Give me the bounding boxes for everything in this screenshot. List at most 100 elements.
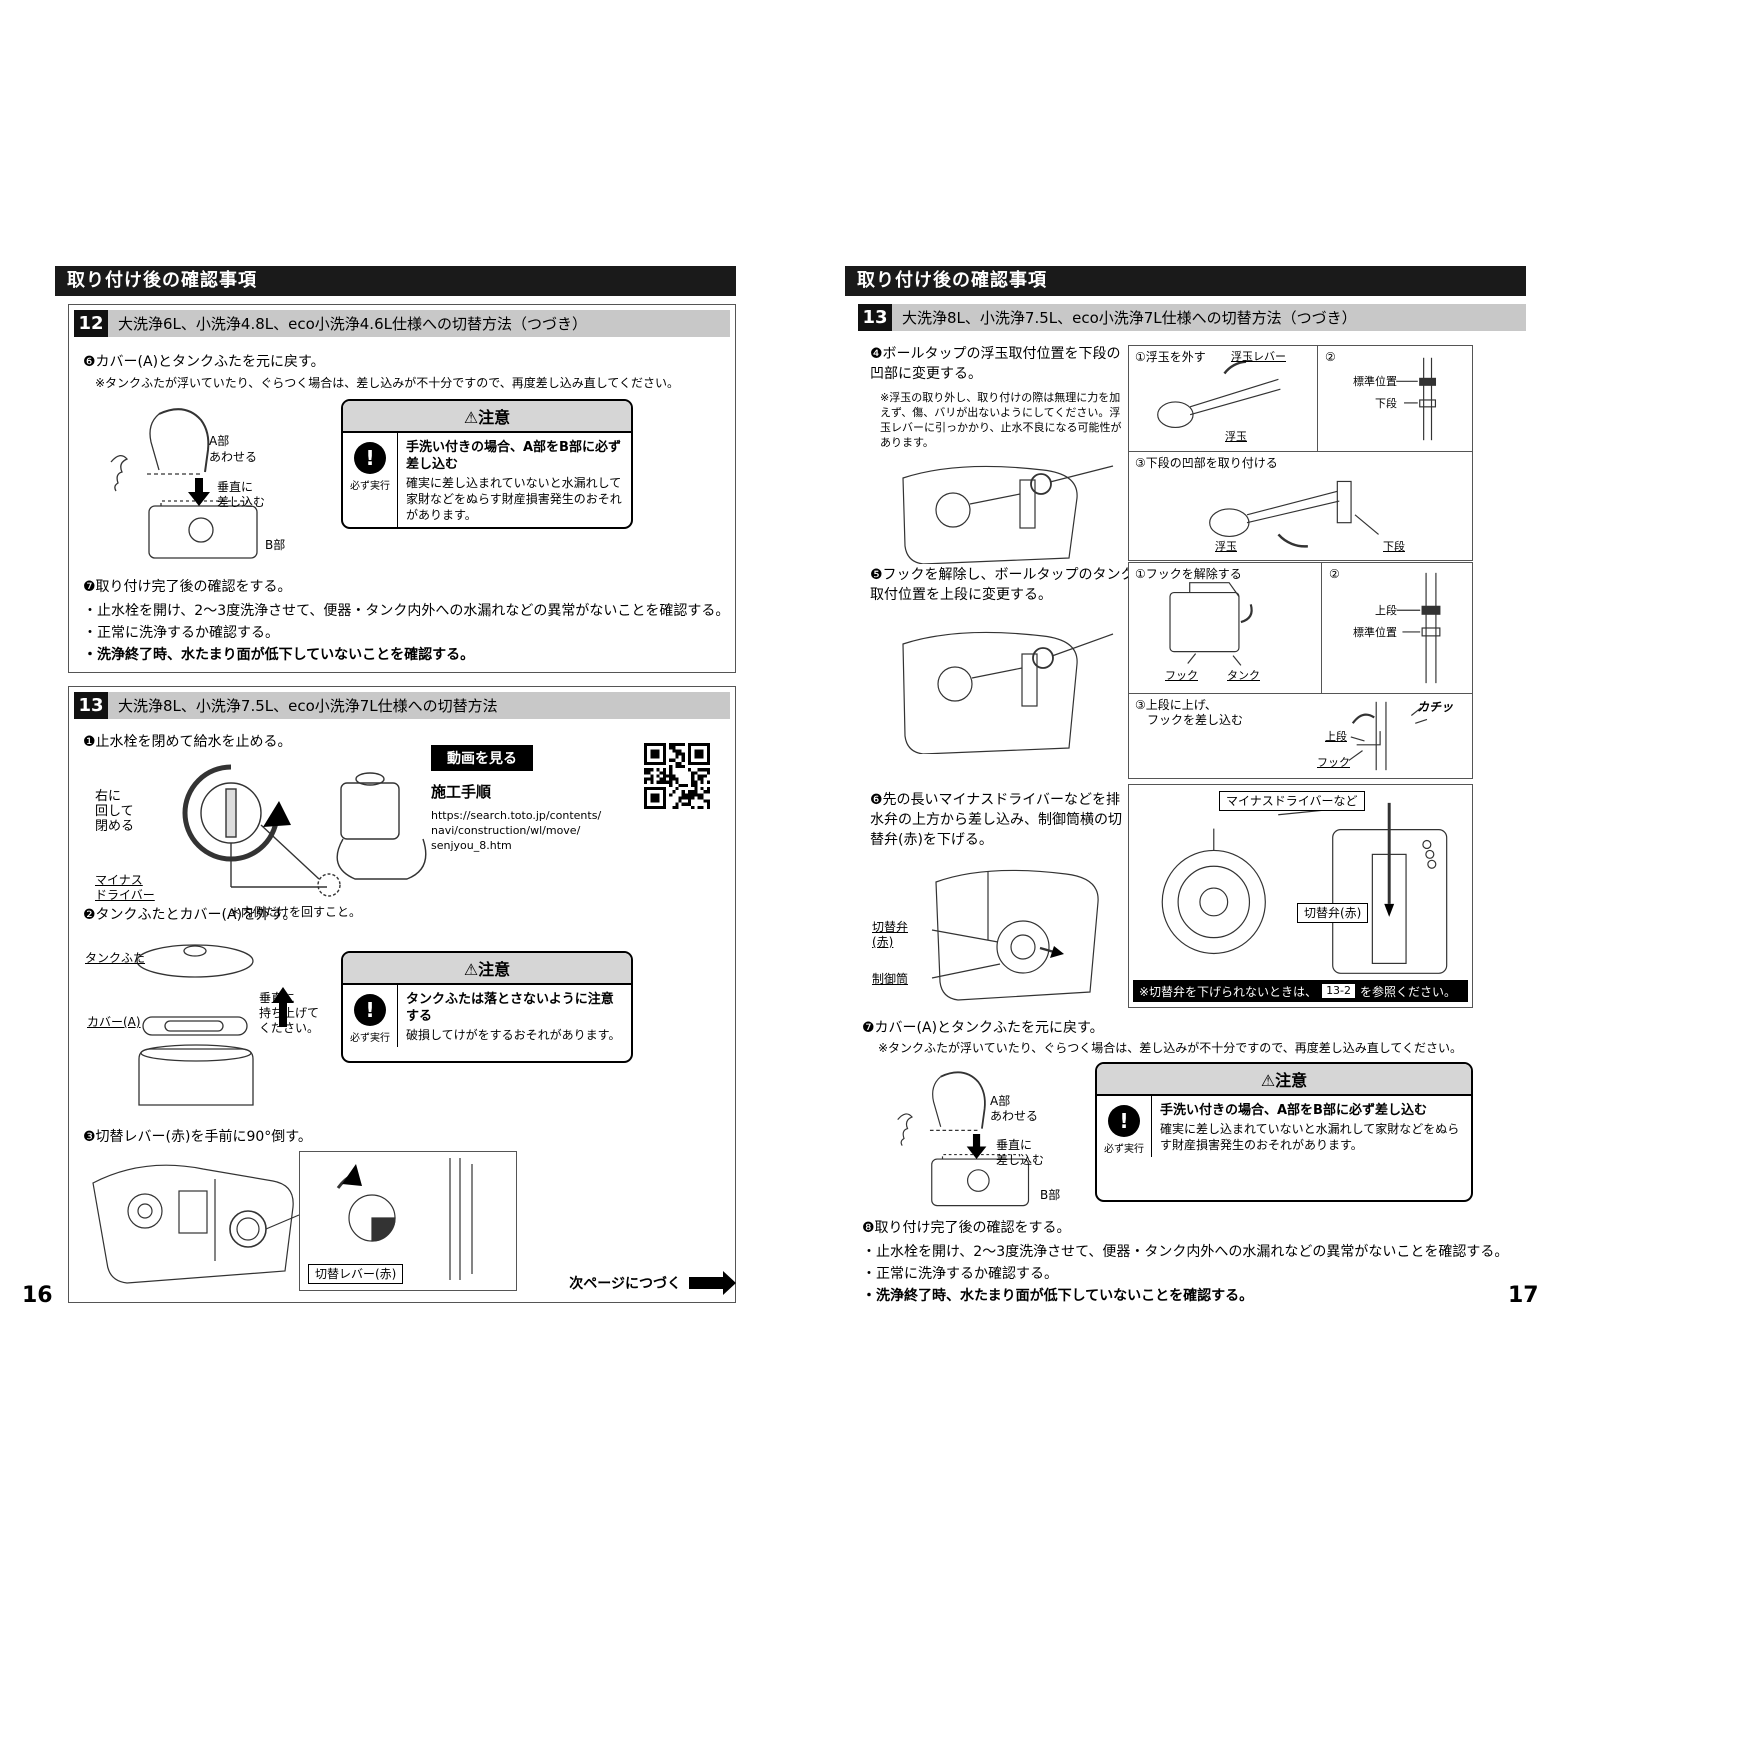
- must-do-column: ! 必ず実行: [1097, 1096, 1151, 1157]
- label-standard-position: 標準位置: [1353, 626, 1397, 639]
- caution-bold-text: 手洗い付きの場合、A部をB部に必ず差し込む: [406, 440, 621, 472]
- label-insert-vertically: 垂直に 差し込む: [996, 1138, 1045, 1167]
- substep-2: ②: [1329, 567, 1340, 581]
- balltap-tank-diagram-3: [928, 852, 1126, 1007]
- caution-title: 注意: [478, 408, 511, 427]
- label-flathead-driver: マイナス ドライバー: [95, 873, 155, 902]
- label-turn-right-close: 右に 回して 閉める: [95, 789, 135, 834]
- must-do-icon: !: [1108, 1105, 1140, 1137]
- label-part-a: A部: [209, 434, 230, 448]
- warning-icon: ⚠: [463, 408, 479, 427]
- lever-diagram: 切替レバー(赤): [83, 1149, 533, 1295]
- right-arrow-icon: [689, 1271, 736, 1295]
- label-control-tube: 制御筒: [872, 972, 909, 986]
- video-banner: 動画を見る: [431, 745, 533, 771]
- label-upper-position: 上段: [1375, 604, 1397, 617]
- section-12-number: 12: [74, 310, 108, 337]
- panel-divider: [1321, 563, 1322, 693]
- section-12-header: 12 大洗浄6L、小洗浄4.8L、eco小洗浄4.6L仕様への切替方法（つづき）: [74, 310, 730, 337]
- balltap-tank-diagram-2: [895, 614, 1115, 754]
- must-do-column: ! 必ず実行: [343, 433, 397, 527]
- section-13-number: 13: [74, 692, 108, 719]
- check-bullet: ・洗浄終了時、水たまり面が低下していないことを確認する。: [83, 647, 475, 663]
- label-align: あわせる: [990, 1109, 1039, 1123]
- must-do-icon: !: [354, 442, 386, 474]
- section-ref-13-2: 13-2: [1321, 983, 1357, 999]
- substep-1-release-hook: ①フックを解除する: [1135, 567, 1242, 581]
- check-bullet: ・止水栓を開け、2〜3度洗浄させて、便器・タンク内外への水漏れなどの異常がないこ…: [862, 1244, 1509, 1260]
- page-number-right: 17: [1508, 1283, 1539, 1308]
- section-13-title: 大洗浄8L、小洗浄7.5L、eco小洗浄7L仕様への切替方法: [108, 692, 730, 719]
- hook-release-box: ①フックを解除する ② 上段 標準位置 フック タンク: [1128, 562, 1473, 694]
- label-lower-position: 下段: [1375, 397, 1397, 410]
- label-switch-valve-red: 切替弁(赤): [1297, 903, 1369, 923]
- step-2-text: ❷タンクふたとカバー(A)を外す。: [83, 907, 297, 923]
- caution-header: ⚠注意: [1097, 1064, 1471, 1096]
- warning-icon: ⚠: [463, 960, 479, 979]
- check-bullet: ・止水栓を開け、2〜3度洗浄させて、便器・タンク内外への水漏れなどの異常がないこ…: [83, 603, 730, 619]
- label-click-sound: カチッ: [1417, 700, 1454, 714]
- label-switch-lever-red: 切替レバー(赤): [308, 1264, 404, 1284]
- section-12-box: 12 大洗浄6L、小洗浄4.8L、eco小洗浄4.6L仕様への切替方法（つづき）…: [68, 304, 736, 673]
- caution-body-text: 確実に差し込まれていないと水漏れして家財などをぬらす財産損害発生のおそれがありま…: [406, 476, 622, 522]
- lever-closeup-illustration: [336, 1158, 473, 1280]
- video-title: 施工手順: [431, 783, 492, 801]
- switch-valve-illustration: [1161, 802, 1448, 974]
- label-lower-position: 下段: [1383, 540, 1405, 553]
- insert-diagram: A部 あわせる 垂直に 差し込む B部: [89, 400, 329, 565]
- caution-box-insert-right: ⚠注意 ! 必ず実行 手洗い付きの場合、A部をB部に必ず差し込む 確実に差し込ま…: [1095, 1062, 1473, 1202]
- step-4-text: ❹ボールタップの浮玉取付位置を下段の凹部に変更する。: [870, 346, 1121, 382]
- caution-box-lid: ⚠注意 ! 必ず実行 タンクふたは落とさないように注意する 破損してけがをするお…: [341, 951, 633, 1063]
- note-post-text: を参照ください。: [1360, 984, 1457, 999]
- caution-box-insert: ⚠注意 ! 必ず実行 手洗い付きの場合、A部をB部に必ず差し込む 確実に差し込ま…: [341, 399, 633, 529]
- section-13c-number: 13: [858, 304, 892, 331]
- step-6-text: ❻カバー(A)とタンクふたを元に戻す。: [83, 354, 325, 370]
- tank-insert-illustration: [110, 408, 258, 559]
- caution-bold-text: 手洗い付きの場合、A部をB部に必ず差し込む: [1160, 1103, 1427, 1118]
- substep-2: ②: [1325, 350, 1336, 364]
- step-5-text: ❺フックを解除し、ボールタップのタンク取付位置を上段に変更する。: [870, 567, 1135, 603]
- label-upper-position: 上段: [1325, 730, 1347, 743]
- balltap-tank-illustration-2: [902, 631, 1114, 754]
- step-6r-text: ❻先の長いマイナスドライバーなどを排水弁の上方から差し込み、制御筒横の切替弁(赤…: [870, 792, 1122, 848]
- caution-header: ⚠注意: [343, 401, 631, 433]
- substep-1-remove-float: ①浮玉を外す: [1135, 350, 1206, 364]
- qr-code: [644, 743, 710, 809]
- float-attach-illustration: [1209, 480, 1379, 548]
- note-pre-text: ※切替弁を下げられないときは、: [1139, 984, 1318, 999]
- section-13-box: 13 大洗浄8L、小洗浄7.5L、eco小洗浄7L仕様への切替方法 ❶止水栓を閉…: [68, 686, 736, 1303]
- tank-interior-illustration: [92, 1164, 300, 1284]
- caution-header: ⚠注意: [343, 953, 631, 985]
- step-6-note: ※タンクふたが浮いていたり、ぐらつく場合は、差し込みが不十分ですので、再度差し込…: [95, 376, 680, 390]
- section-12-title: 大洗浄6L、小洗浄4.8L、eco小洗浄4.6L仕様への切替方法（つづき）: [108, 310, 730, 337]
- must-do-label: 必ず実行: [350, 481, 390, 492]
- hook-release-illustration: [1169, 572, 1441, 684]
- float-attach-box: ③下段の凹部を取り付ける 浮玉 下段: [1128, 451, 1473, 561]
- label-insert-vertically: 垂直に 差し込む: [217, 480, 266, 509]
- shutoff-valve-illustration: [182, 764, 427, 897]
- video-url: https://search.toto.jp/contents/ navi/co…: [431, 809, 602, 852]
- label-part-b: B部: [1040, 1188, 1061, 1202]
- valve-close-diagram: 右に 回して 閉める マイナス ドライバー ＊内側だけを回すこと。: [79, 755, 489, 927]
- balltap-tank-diagram-1: [895, 452, 1115, 564]
- must-do-label: 必ず実行: [350, 1033, 390, 1044]
- must-do-icon: !: [354, 994, 386, 1026]
- label-part-a: A部: [990, 1094, 1011, 1108]
- float-remove-box: ①浮玉を外す 浮玉レバー ② 標準位置 下段 浮玉: [1128, 345, 1473, 452]
- switch-valve-box: マイナスドライバーなど 切替弁(赤) ※切替弁を下げられないときは、 13-2 …: [1128, 784, 1473, 1008]
- caution-title: 注意: [478, 960, 511, 979]
- video-info: 動画を見る 施工手順 https://search.toto.jp/conten…: [431, 745, 636, 867]
- label-inner-only-note: ＊内側だけを回すこと。: [229, 905, 362, 919]
- substep-3-attach-lower: ③下段の凹部を取り付ける: [1135, 456, 1278, 470]
- section-13-header: 13 大洗浄8L、小洗浄7.5L、eco小洗浄7L仕様への切替方法: [74, 692, 730, 719]
- section-13c-title: 大洗浄8L、小洗浄7.5L、eco小洗浄7L仕様への切替方法（つづき）: [892, 304, 1526, 331]
- tank-lid-illustration: [136, 944, 294, 1106]
- check-bullet: ・正常に洗浄するか確認する。: [862, 1266, 1058, 1282]
- caution-body-text: 確実に差し込まれていないと水漏れして家財などをぬらす財産損害発生のおそれがありま…: [1160, 1122, 1460, 1152]
- step-7-text: ❼取り付け完了後の確認をする。: [83, 579, 292, 595]
- insert-diagram-right: A部 あわせる 垂直に 差し込む B部: [878, 1062, 1093, 1214]
- caution-body-text: 破損してけがをするおそれがあります。: [406, 1028, 621, 1042]
- check-bullet: ・洗浄終了時、水たまり面が低下していないことを確認する。: [862, 1288, 1254, 1304]
- label-hook: フック: [1317, 756, 1350, 769]
